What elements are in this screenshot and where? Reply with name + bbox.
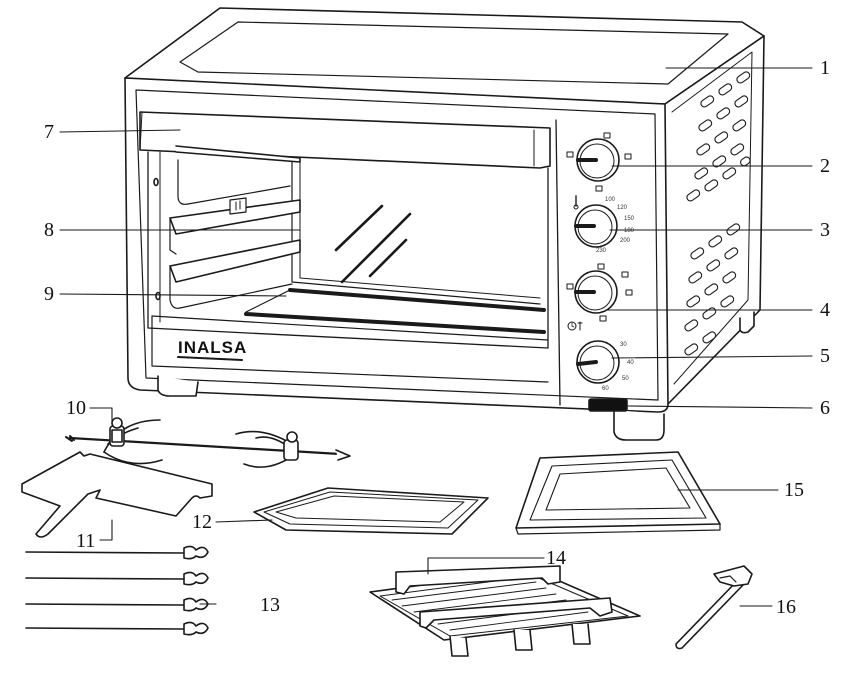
mode-knob <box>566 263 633 322</box>
timer-knob: 30 40 50 60 <box>567 321 634 392</box>
callout-16-rack-handle: 16 <box>776 596 796 618</box>
callout-8-glass-door: 8 <box>44 219 54 241</box>
callout-3-temperature-knob: 3 <box>820 219 830 241</box>
callout-2-function-knob: 2 <box>820 155 830 177</box>
timer-tick-30: 30 <box>620 342 627 348</box>
baking-tray <box>253 487 489 535</box>
wire-rack <box>369 565 641 657</box>
rotisserie-handle <box>21 451 213 538</box>
function-knob <box>566 132 632 192</box>
oven-cavity <box>147 145 549 383</box>
timer-tick-60: 60 <box>602 386 609 392</box>
callout-11-rotisserie-handle: 11 <box>76 530 96 552</box>
callout-15-tray: 15 <box>784 479 804 501</box>
temp-tick-180: 180 <box>624 228 635 234</box>
callout-1-top-panel: 1 <box>820 57 830 79</box>
temp-tick-100: 100 <box>605 197 616 203</box>
callout-12-baking-tray: 12 <box>192 511 212 533</box>
temp-tick-120: 120 <box>617 205 628 211</box>
temperature-knob: 100 120 150 180 200 230 <box>573 195 635 254</box>
temp-tick-200: 200 <box>620 238 631 244</box>
callout-9-rack: 9 <box>44 283 54 305</box>
timer-tick-40: 40 <box>627 360 634 366</box>
tray-with-handles <box>515 451 721 535</box>
side-vents <box>684 71 751 356</box>
indicator-light <box>588 398 628 412</box>
leader-lines <box>59 67 813 607</box>
temp-tick-230: 230 <box>596 248 607 254</box>
rack-handle-tool <box>675 565 753 650</box>
callout-6-indicator-light: 6 <box>820 397 830 419</box>
callout-5-timer-knob: 5 <box>820 345 830 367</box>
callout-4-mode-knob: 4 <box>820 299 830 321</box>
callout-7-door-handle: 7 <box>44 121 54 143</box>
callout-10-rotisserie-spit: 10 <box>66 397 86 419</box>
rotisserie-spit <box>65 417 351 468</box>
brand-underline <box>177 356 243 361</box>
skewers <box>25 545 209 636</box>
temp-tick-150: 150 <box>624 216 635 222</box>
callout-14-wire-rack: 14 <box>546 547 566 569</box>
brand-logo: INALSA <box>178 338 247 357</box>
timer-tick-50: 50 <box>622 376 629 382</box>
callout-13-skewers: 13 <box>260 594 280 616</box>
